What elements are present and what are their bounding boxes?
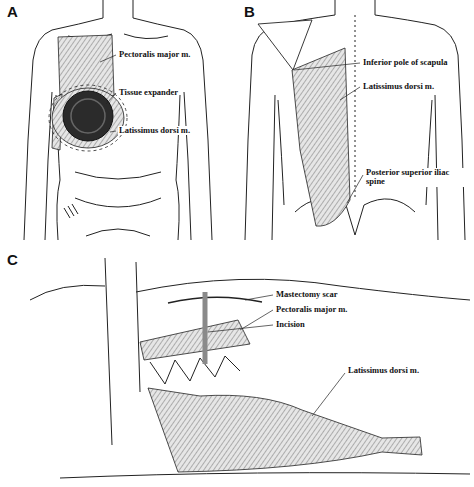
leader-line: [208, 325, 273, 332]
scapula-bone: [258, 20, 312, 70]
pectoralis-muscle-lateral: [140, 320, 250, 360]
anatomy-label: Pectoralis major m.: [118, 50, 191, 59]
tissue-expander: [63, 91, 113, 141]
lateral-body-outline: [136, 262, 140, 392]
latissimus-muscle-back: [292, 48, 350, 226]
front-body-outline: [124, 34, 168, 39]
back-body-outline: [272, 95, 275, 240]
front-body-outline: [86, 229, 150, 236]
lateral-body-outline: [60, 473, 470, 478]
anatomy-label: Tissue expander: [118, 88, 179, 97]
front-body-outline: [24, 0, 212, 240]
panel-letter: B: [243, 4, 256, 21]
panel-letter: C: [6, 252, 19, 269]
leader-line: [110, 131, 116, 132]
front-body-outline: [176, 95, 180, 240]
anatomy-label: Inferior pole of scapula: [362, 58, 449, 67]
back-body-outline: [426, 100, 432, 205]
back-body-outline: [375, 0, 465, 240]
leader-line: [340, 87, 360, 100]
back-body-outline: [245, 0, 465, 240]
front-body-outline: [184, 92, 191, 240]
leader-line: [245, 295, 273, 300]
anatomy-label: Mastectomy scar: [275, 290, 339, 299]
mastectomy-scar: [168, 297, 262, 303]
back-body-outline: [278, 100, 284, 205]
anatomy-label: Pectoralis major m.: [275, 305, 348, 314]
anatomy-label: Incision: [275, 320, 306, 329]
leader-line: [347, 175, 363, 203]
incision-line: [203, 292, 208, 364]
lateral-body-outline: [105, 258, 112, 445]
lateral-body-outline: [30, 285, 105, 300]
front-body-outline: [45, 92, 52, 240]
latissimus-flap-front: [49, 85, 127, 151]
latissimus-muscle-lateral: [148, 388, 422, 472]
front-body-outline: [64, 204, 78, 218]
back-body-outline: [346, 205, 364, 235]
panel-letter: A: [6, 4, 19, 21]
back-body-outline: [364, 199, 415, 212]
anatomy-label: Latissimus dorsi m.: [118, 126, 191, 135]
scapula-bone: [258, 20, 312, 70]
mastectomy-scar: [168, 297, 262, 303]
latissimus-muscle-back: [292, 48, 350, 226]
anatomy-label: Latissimus dorsi m.: [362, 82, 435, 91]
latissimus-flap-front: [49, 85, 127, 151]
lateral-body-outline: [30, 258, 470, 478]
pectoralis-muscle-lateral: [140, 320, 250, 360]
front-body-outline: [75, 172, 161, 179]
incision-line: [205, 292, 206, 364]
lateral-body-outline: [150, 356, 240, 384]
leader-line: [100, 55, 363, 416]
lateral-body-outline: [136, 279, 470, 300]
anatomy-label: Latissimus dorsi m.: [347, 366, 420, 375]
anatomy-label: Posterior superior iliac spine: [365, 168, 467, 187]
tissue-expander: [71, 99, 105, 133]
latissimus-muscle-lateral: [148, 388, 422, 472]
tissue-expander: [63, 91, 113, 141]
latissimus-flap-front: [52, 88, 124, 148]
leader-line: [106, 93, 116, 104]
leader-line: [312, 373, 345, 416]
leader-line: [294, 63, 360, 70]
front-body-outline: [75, 198, 161, 207]
leader-line: [100, 55, 116, 62]
back-body-outline: [355, 15, 356, 200]
